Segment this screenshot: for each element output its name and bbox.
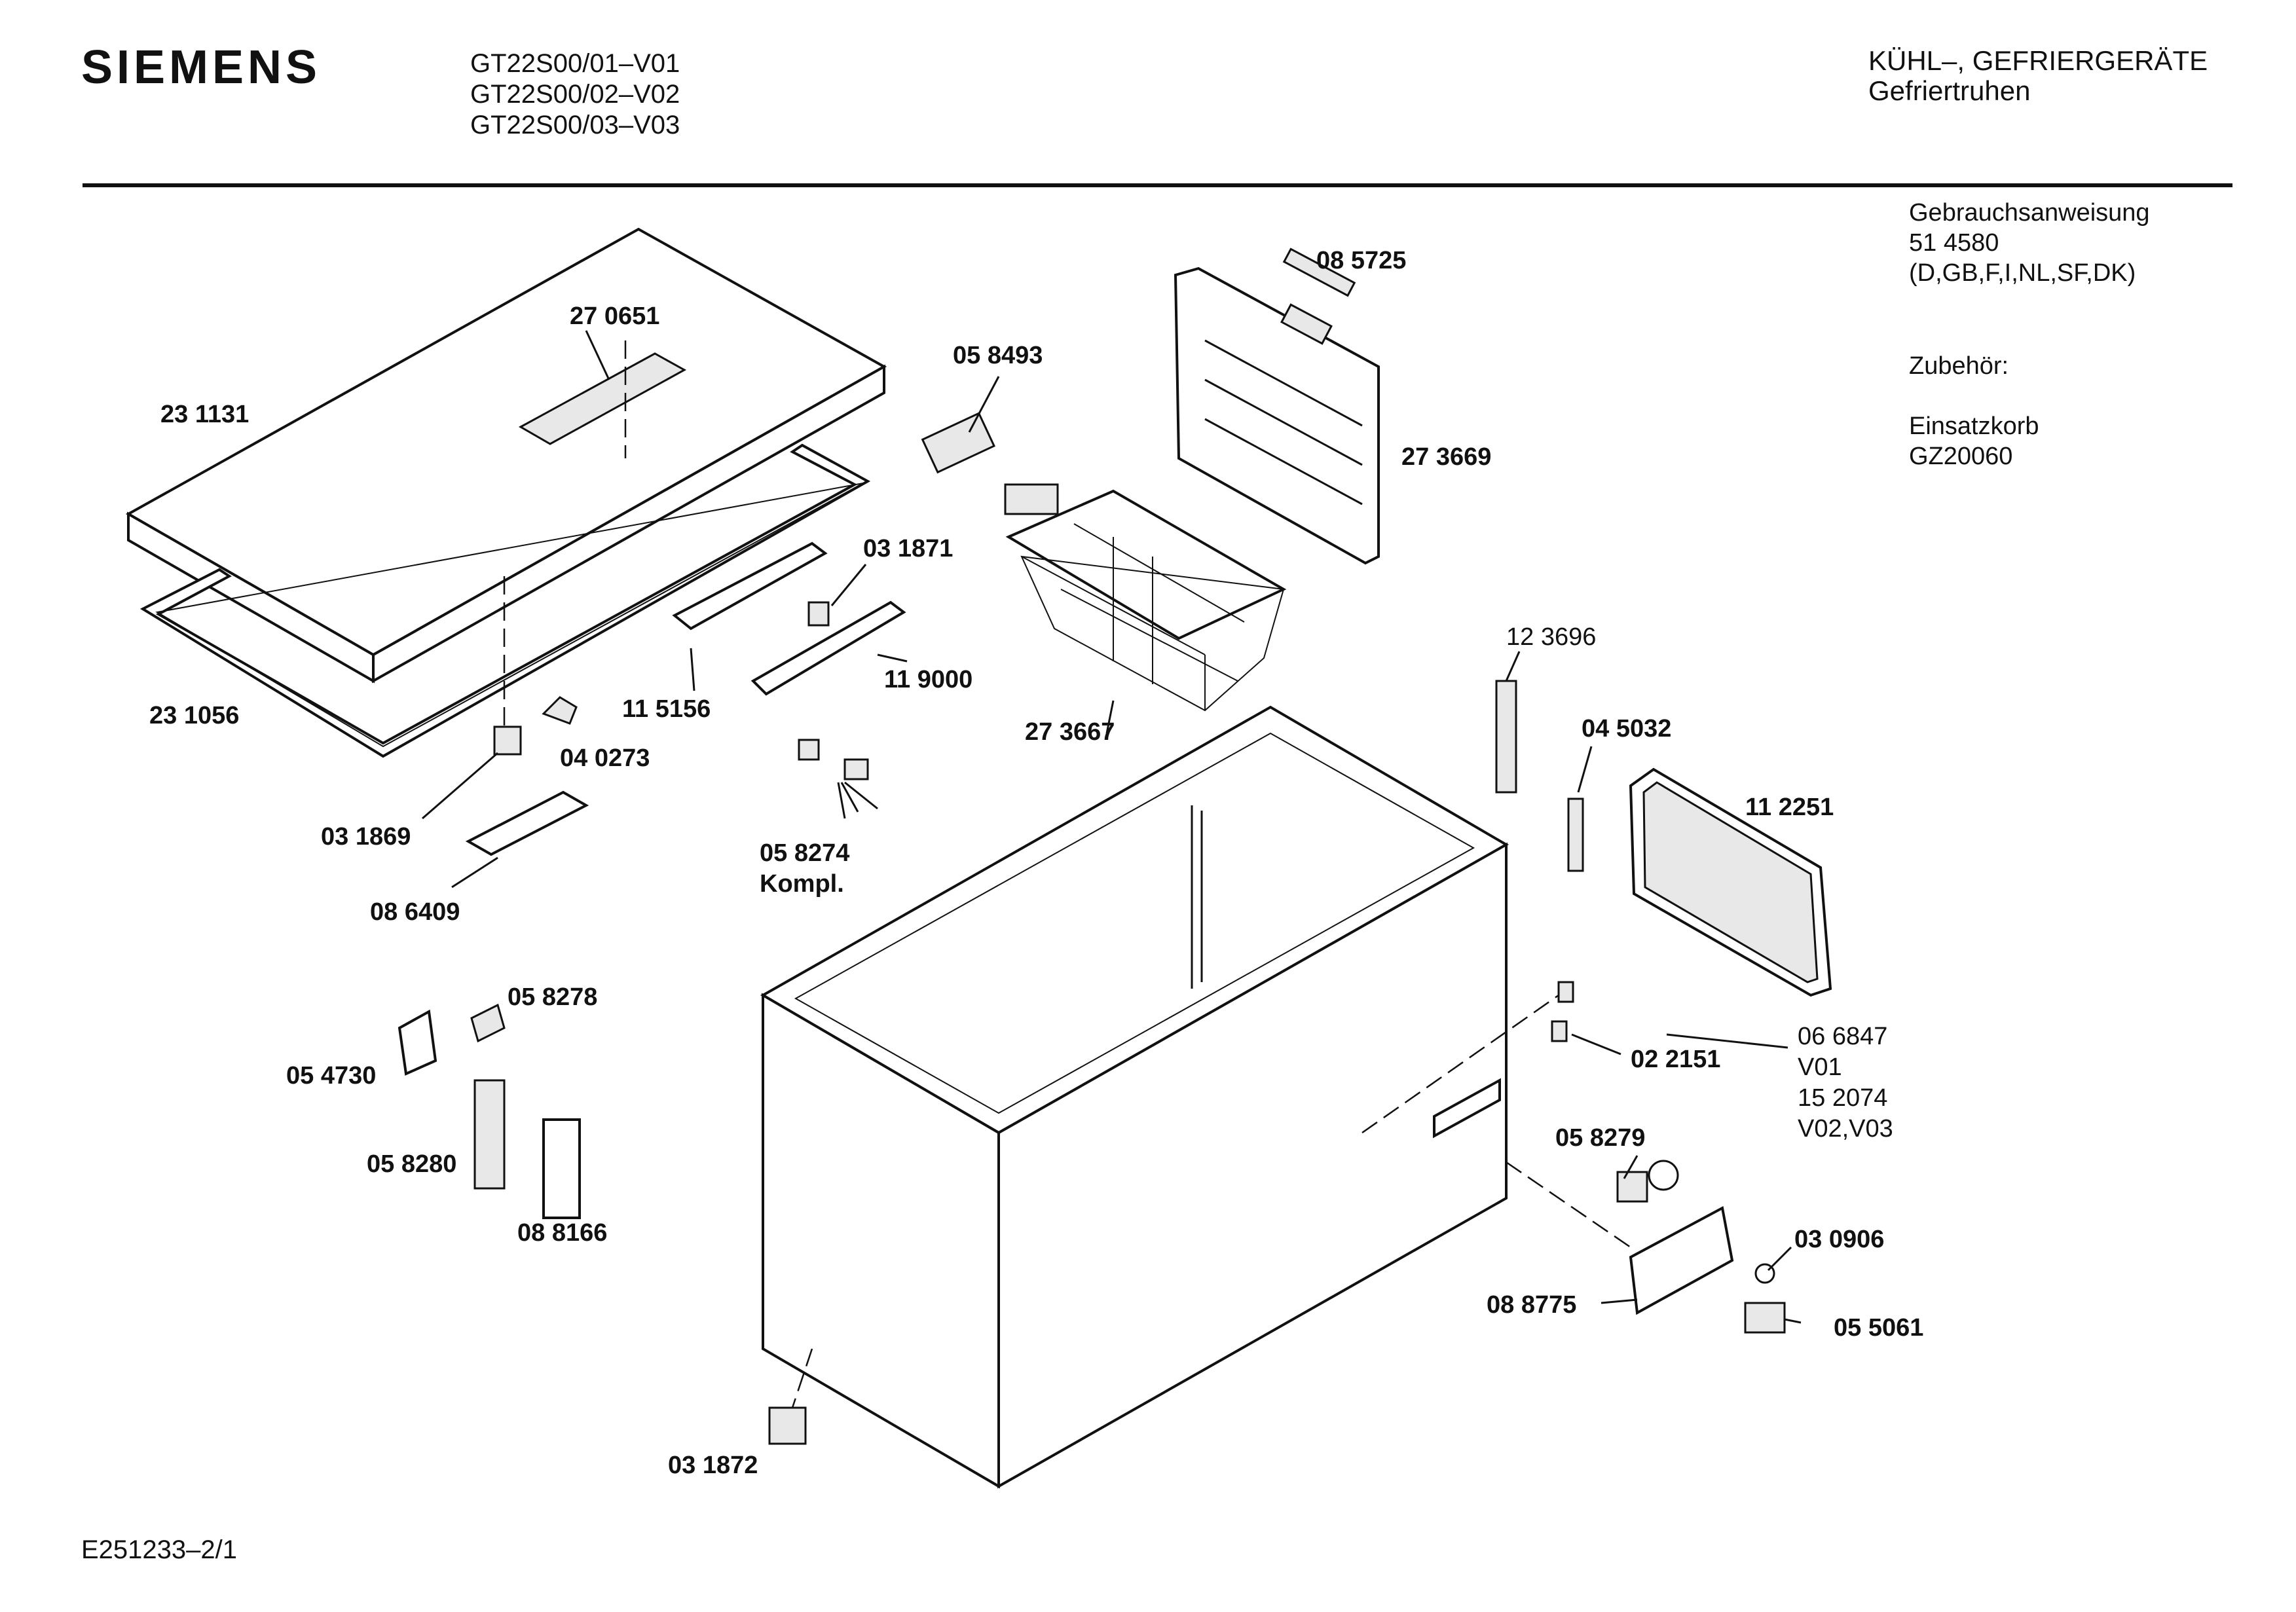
label-08-5725: 08 5725 (1316, 247, 1406, 274)
label-05-8279: 05 8279 (1555, 1124, 1645, 1152)
category-title: KÜHL–, GEFRIERGERÄTE (1868, 45, 2208, 76)
label-05-8278: 05 8278 (508, 983, 597, 1011)
label-05-5061: 05 5061 (1834, 1314, 1923, 1342)
manual-title: Gebrauchsanweisung (1909, 199, 2150, 227)
grille-part (1629, 767, 1832, 997)
leader-lines (422, 330, 1802, 1408)
label-27-0651: 27 0651 (570, 302, 659, 330)
small-parts (398, 247, 1786, 1445)
cabinet-part (760, 705, 1509, 1489)
lid-part (125, 227, 887, 684)
model-list: GT22S00/01–V01 GT22S00/02–V02 GT22S00/03… (470, 48, 680, 141)
label-02-2151: 02 2151 (1631, 1046, 1720, 1073)
brand-logo: SIEMENS (81, 41, 322, 94)
accessories-title: Zubehör: (1909, 352, 2009, 380)
label-kompl: Kompl. (760, 870, 844, 898)
model-number: GT22S00/01–V01 (470, 49, 680, 78)
accessory-name: Einsatzkorb (1909, 412, 2039, 440)
manual-languages: (D,GB,F,I,NL,SF,DK) (1909, 259, 2136, 287)
label-15-2074: 15 2074 (1798, 1084, 1887, 1112)
model-number: GT22S00/03–V03 (470, 111, 680, 139)
label-23-1056: 23 1056 (149, 702, 239, 729)
label-12-3696: 12 3696 (1506, 623, 1596, 651)
label-06-6847-version: V01 (1798, 1053, 1842, 1081)
label-04-5032: 04 5032 (1582, 715, 1671, 742)
label-11-5156: 11 5156 (622, 695, 711, 723)
document-code: E251233–2/1 (81, 1535, 238, 1564)
category-subtitle: Gefriertruhen (1868, 75, 2031, 106)
label-11-9000: 11 9000 (884, 666, 972, 693)
label-08-6409: 08 6409 (370, 898, 460, 926)
label-11-2251: 11 2251 (1745, 794, 1834, 821)
divider-panel-part (1174, 266, 1380, 565)
gasket-part (139, 443, 871, 758)
label-15-2074-version: V02,V03 (1798, 1115, 1893, 1143)
label-27-3667: 27 3667 (1025, 718, 1115, 746)
basket-part (1004, 483, 1287, 712)
label-03-0906: 03 0906 (1794, 1226, 1884, 1253)
label-27-3669: 27 3669 (1401, 443, 1491, 471)
label-03-1871: 03 1871 (863, 535, 953, 562)
header-divider (83, 183, 2232, 187)
label-05-4730: 05 4730 (286, 1062, 376, 1090)
label-03-1872: 03 1872 (668, 1452, 758, 1479)
label-08-8775: 08 8775 (1487, 1291, 1576, 1319)
label-05-8493: 05 8493 (953, 342, 1043, 369)
label-05-8280: 05 8280 (367, 1150, 456, 1178)
accessory-number: GZ20060 (1909, 443, 2013, 470)
accessory-info: Einsatzkorb GZ20060 (1909, 411, 2039, 471)
manual-number: 51 4580 (1909, 229, 1999, 257)
category-block: KÜHL–, GEFRIERGERÄTE Gefriertruhen (1868, 46, 2208, 106)
label-08-8166: 08 8166 (517, 1219, 607, 1247)
part-labels: 27 0651 23 1131 23 1056 05 8493 08 5725 … (149, 247, 1923, 1479)
label-04-0273: 04 0273 (560, 744, 650, 772)
manual-info: Gebrauchsanweisung 51 4580 (D,GB,F,I,NL,… (1909, 198, 2150, 288)
label-23-1131: 23 1131 (160, 401, 249, 428)
label-05-8274: 05 8274 (760, 839, 849, 867)
model-number: GT22S00/02–V02 (470, 80, 680, 109)
label-03-1869: 03 1869 (321, 823, 411, 851)
label-06-6847: 06 6847 (1798, 1023, 1887, 1050)
